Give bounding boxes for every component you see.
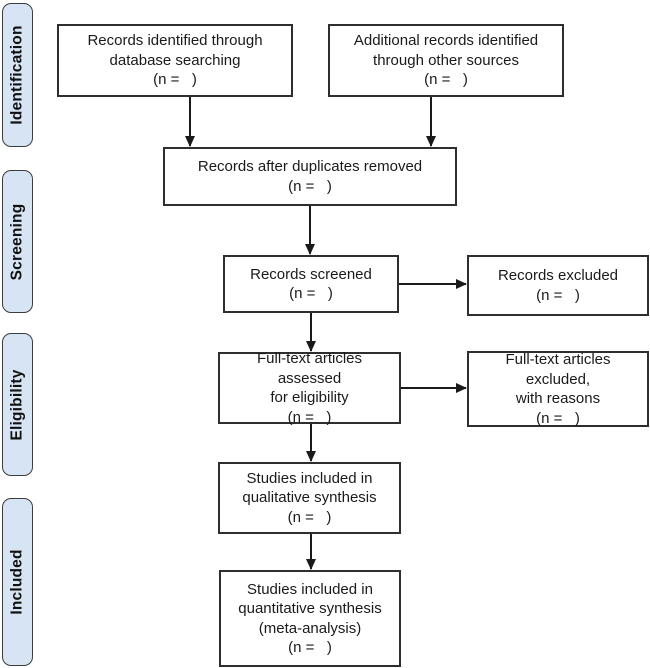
stage-label-text: Included [8, 549, 26, 615]
box-line: qualitative synthesis [242, 489, 377, 507]
box-line: Studies included in [246, 469, 373, 487]
flow-box-additional-records: Additional records identified through ot… [328, 24, 564, 97]
stage-label-eligibility: Eligibility [2, 333, 33, 476]
flow-box-quantitative-synthesis: Studies included in quantitative synthes… [219, 570, 401, 667]
box-line: (n = ) [536, 286, 580, 304]
stage-label-included: Included [2, 498, 33, 666]
box-line: (n = ) [287, 408, 332, 426]
box-line: Studies included in [247, 580, 373, 598]
box-line: Additional records identified [353, 32, 539, 50]
stage-label-text: Screening [8, 203, 26, 280]
box-line: (n = ) [288, 177, 332, 195]
flow-box-qualitative-synthesis: Studies included in qualitative synthesi… [218, 462, 401, 534]
box-line: quantitative synthesis [238, 600, 382, 617]
box-line: Records excluded [497, 267, 619, 284]
stage-label-text: Identification [8, 25, 26, 125]
box-line: Full-text articles excluded, [505, 351, 611, 388]
box-line: for eligibility [270, 389, 349, 406]
box-line: database searching [109, 51, 241, 69]
stage-label-text: Eligibility [8, 368, 26, 441]
stage-label-identification: Identification [2, 3, 33, 147]
flow-box-records-screened: Records screened (n = ) [223, 255, 399, 313]
flow-box-records-excluded: Records excluded (n = ) [467, 255, 649, 316]
box-line: (n = ) [536, 409, 580, 427]
flow-box-records-identified: Records identified through database sear… [57, 24, 293, 97]
box-line: (n = ) [289, 285, 333, 302]
box-line: through other sources [373, 51, 519, 69]
box-line: Records identified through [87, 32, 263, 50]
box-line: with reasons [515, 390, 601, 407]
box-line: (n = ) [288, 639, 332, 656]
flow-box-fulltext-excluded: Full-text articles excluded, with reason… [467, 351, 649, 427]
box-line: Records after duplicates removed [197, 158, 423, 175]
stage-label-screening: Screening [2, 170, 33, 313]
box-line: Records screened [250, 265, 372, 283]
box-line: Full-text articles assessed [256, 350, 363, 387]
flow-box-fulltext-assessed: Full-text articles assessed for eligibil… [218, 350, 401, 426]
box-line: (meta-analysis) [258, 619, 362, 637]
box-line: (n = ) [424, 71, 468, 89]
box-line: (n = ) [153, 71, 197, 89]
box-line: (n = ) [287, 508, 332, 526]
flow-box-after-duplicates: Records after duplicates removed (n = ) [163, 147, 457, 206]
